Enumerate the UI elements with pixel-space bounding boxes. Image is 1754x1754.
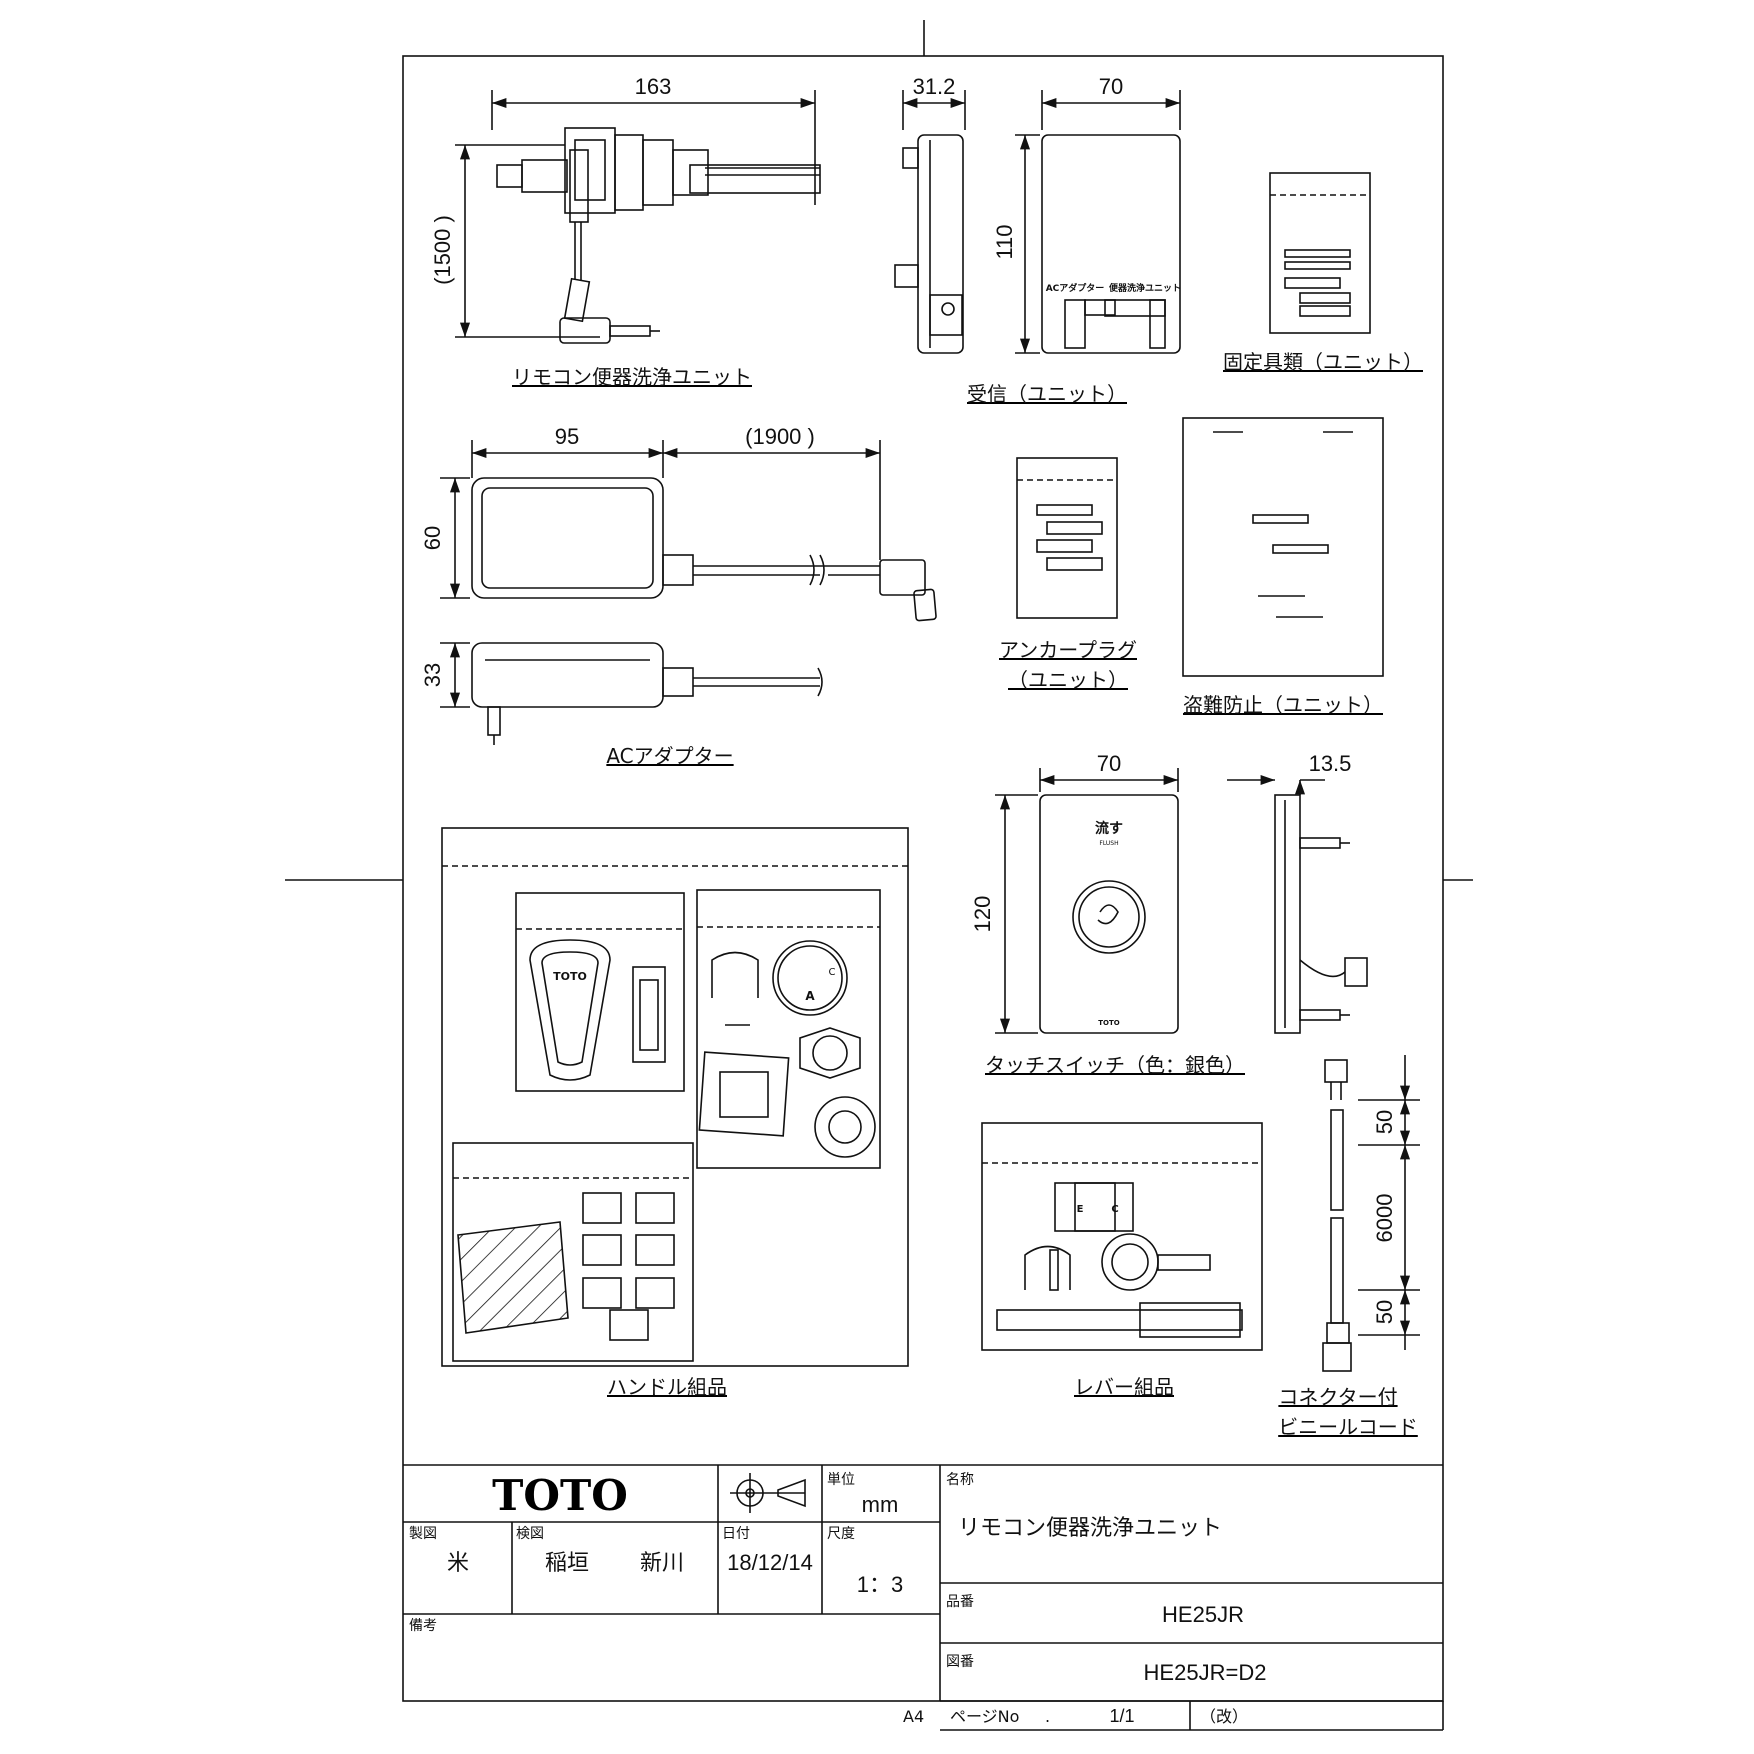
toto-logo: TOTO bbox=[492, 1471, 628, 1520]
touch-switch-front-drawing bbox=[995, 768, 1179, 1034]
receiver-side-drawing bbox=[894, 90, 966, 354]
label-touch-switch: タッチスイッチ（色：銀色） bbox=[985, 1053, 1245, 1077]
touch-switch-side-drawing bbox=[1227, 774, 1368, 1034]
checked-value-1: 稲垣 bbox=[545, 1550, 589, 1575]
dim-receiver-height: 110 bbox=[992, 224, 1017, 259]
label-cord-2: ビニールコード bbox=[1278, 1415, 1418, 1439]
dim-cord-length: 6000 bbox=[1372, 1194, 1397, 1243]
handle-brand: TOTO bbox=[553, 970, 587, 983]
lever-c-mark: C bbox=[1111, 1204, 1118, 1215]
lever-set-drawing bbox=[981, 1122, 1263, 1351]
date-value: 18/12/14 bbox=[727, 1550, 813, 1575]
dim-cord-end-a: 50 bbox=[1372, 1110, 1397, 1134]
name-value: リモコン便器洗浄ユニット bbox=[958, 1515, 1222, 1540]
dim-adapter-depth: 33 bbox=[420, 663, 445, 687]
label-handle-set: ハンドル組品 bbox=[607, 1375, 727, 1399]
unit-label: 単位 bbox=[827, 1472, 855, 1488]
anchor-plug-bag-drawing bbox=[1016, 457, 1118, 619]
paper-size: A4 bbox=[903, 1707, 924, 1726]
handle-pad-hatched bbox=[457, 1221, 569, 1334]
checked-value-2: 新川 bbox=[640, 1550, 684, 1575]
label-flush-unit: リモコン便器洗浄ユニット bbox=[512, 365, 752, 389]
label-lever-set: レバー組品 bbox=[1074, 1375, 1174, 1399]
dim-adapter-width: 95 bbox=[555, 424, 579, 449]
label-anchor-plug-1: アンカープラグ bbox=[999, 638, 1137, 662]
title-block bbox=[403, 1464, 1444, 1731]
switch-flush-jp: 流す bbox=[1095, 820, 1123, 837]
part-no-value: HE25JR bbox=[1162, 1602, 1244, 1627]
sheet-border bbox=[402, 55, 1444, 1702]
dim-cord-end-b: 50 bbox=[1372, 1300, 1397, 1324]
scale-value: 1：3 bbox=[857, 1572, 903, 1597]
label-ac-adapter: ACアダプター bbox=[606, 744, 733, 768]
name-label: 名称 bbox=[946, 1472, 974, 1488]
dim-receiver-depth: 31.2 bbox=[913, 74, 956, 99]
dim-switch-height: 120 bbox=[970, 896, 995, 933]
page-label: ページNo bbox=[950, 1707, 1019, 1726]
page-value: 1/1 bbox=[1109, 1706, 1134, 1726]
checked-label: 検図 bbox=[516, 1526, 544, 1542]
fixings-bag-drawing bbox=[1269, 172, 1371, 334]
drawing-no-value: HE25JR=D2 bbox=[1144, 1660, 1267, 1685]
unit-value: mm bbox=[862, 1492, 899, 1517]
scale-label: 尺度 bbox=[827, 1526, 855, 1542]
dim-adapter-height: 60 bbox=[420, 526, 445, 550]
anti-theft-bag-drawing bbox=[1182, 417, 1384, 677]
part-no-label: 品番 bbox=[946, 1594, 974, 1610]
dim-unit-width: 163 bbox=[635, 74, 672, 99]
connector-cord-drawing bbox=[1322, 1055, 1420, 1372]
remarks-label: 備考 bbox=[409, 1618, 437, 1634]
ac-adapter-top-drawing bbox=[440, 440, 937, 622]
label-cord-1: コネクター付 bbox=[1278, 1385, 1397, 1409]
dim-switch-depth: 13.5 bbox=[1309, 751, 1352, 776]
dim-switch-width: 70 bbox=[1097, 751, 1121, 776]
drawn-value: 米 bbox=[447, 1550, 469, 1575]
switch-brand: TOTO bbox=[1098, 1019, 1120, 1027]
revision-label: （改） bbox=[1200, 1707, 1248, 1726]
label-anchor-plug-2: （ユニット） bbox=[1008, 668, 1128, 692]
ac-adapter-side-drawing bbox=[440, 642, 823, 745]
drawing-no-label: 図番 bbox=[946, 1654, 974, 1670]
date-label: 日付 bbox=[722, 1526, 750, 1542]
handle-set-drawing bbox=[441, 827, 909, 1367]
receiver-ac-text: ACアダプター bbox=[1046, 282, 1105, 294]
page-dot: . bbox=[1045, 1707, 1050, 1726]
receiver-front-drawing bbox=[1015, 90, 1181, 354]
switch-flush-en: FLUSH bbox=[1099, 840, 1118, 847]
receiver-unit-text: 便器洗浄ユニット bbox=[1109, 282, 1181, 294]
dim-receiver-width: 70 bbox=[1099, 74, 1123, 99]
lever-e-mark: E bbox=[1077, 1204, 1084, 1215]
label-fixings: 固定具類（ユニット） bbox=[1223, 350, 1423, 374]
handle-c-mark: C bbox=[829, 967, 836, 978]
handle-a-mark: A bbox=[805, 989, 815, 1003]
flush-unit-drawing bbox=[455, 90, 821, 344]
dim-adapter-cord: (1900 ) bbox=[745, 424, 815, 449]
dim-unit-height: (1500 ) bbox=[430, 215, 455, 285]
label-receiver: 受信（ユニット） bbox=[967, 382, 1127, 406]
drawn-label: 製図 bbox=[409, 1526, 437, 1542]
label-anti-theft: 盗難防止（ユニット） bbox=[1183, 693, 1383, 717]
